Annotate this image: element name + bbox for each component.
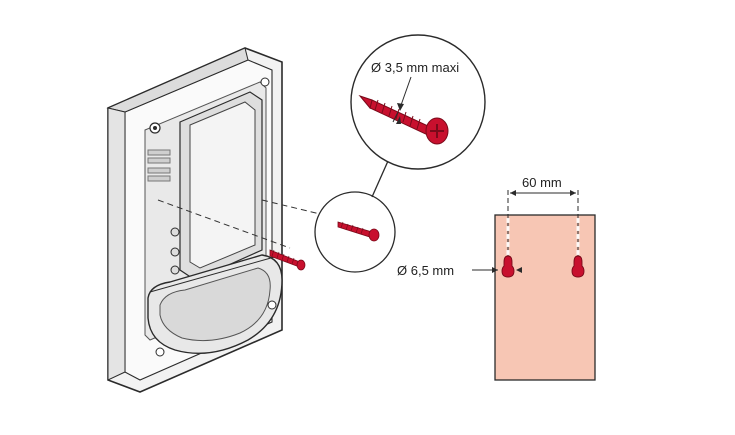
- screw-icon: [269, 249, 306, 271]
- magnifier-circle-large: Ø 3,5 mm maxi: [350, 34, 486, 170]
- alignment-dashed-line: [157, 199, 291, 249]
- keyhole-slot-icon: [571, 255, 585, 278]
- screw-diameter-label: Ø 3,5 mm maxi: [371, 60, 459, 75]
- hole-spacing-label: 60 mm: [522, 175, 562, 190]
- hole-diameter-label: Ø 6,5 mm: [397, 263, 454, 278]
- wall-drilling-template: 60 mm Ø 6,5 mm: [397, 175, 596, 381]
- magnifier-circle-small: [314, 191, 396, 273]
- keyhole-slot-icon: [501, 255, 515, 278]
- motion-detector-device: [106, 47, 283, 393]
